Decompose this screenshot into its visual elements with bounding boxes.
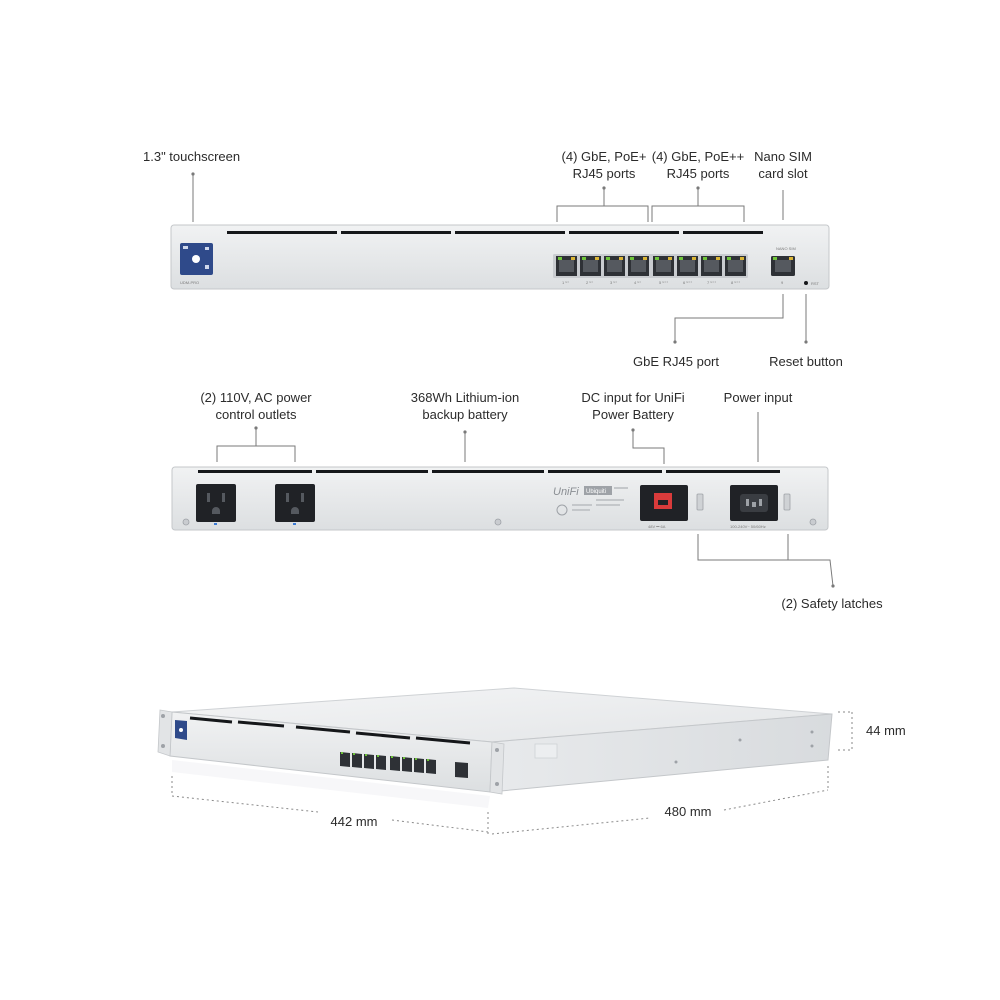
power-input-label: Power input bbox=[723, 390, 793, 405]
dc-input-label: DC input for UniFi Power Battery bbox=[568, 389, 698, 423]
dimension-lines bbox=[171, 711, 853, 835]
port-number-label: 4 ⁵⁺ bbox=[634, 280, 641, 285]
port-number-label: 5 ⁵⁺⁺ bbox=[659, 280, 668, 285]
front-callouts bbox=[192, 174, 807, 342]
poe-plus-label-line1: (4) GbE, PoE+ bbox=[561, 149, 647, 164]
spec-text-lines bbox=[572, 487, 628, 511]
rear-vents bbox=[198, 470, 780, 473]
port-led-yellow bbox=[571, 257, 575, 260]
poe-plusplus-label: (4) GbE, PoE++ RJ45 ports bbox=[638, 148, 758, 182]
perspective-ports bbox=[340, 752, 468, 778]
brand-text: UniFi bbox=[553, 486, 579, 498]
battery-label-line2: backup battery bbox=[422, 407, 508, 422]
port-led-yellow bbox=[595, 257, 599, 260]
port-number-label: 7 ⁵⁺⁺ bbox=[707, 280, 716, 285]
ac-outlet-1 bbox=[196, 484, 236, 525]
rj45-port-socket bbox=[559, 260, 574, 272]
port-led-green bbox=[558, 257, 562, 260]
perspective-vents bbox=[189, 716, 471, 745]
poe-plusplus-label-line2: RJ45 ports bbox=[666, 166, 730, 181]
rear-panel: UniFi Ubiquiti 48V ⎓ 6A 100-240V~ 50/60H… bbox=[171, 466, 829, 531]
ubiquiti-logo bbox=[556, 504, 568, 516]
reset-small-text: RST bbox=[811, 281, 820, 286]
rj45-port-socket bbox=[656, 260, 671, 272]
port-led-yellow bbox=[643, 257, 647, 260]
safety-latches-label: (2) Safety latches bbox=[781, 596, 883, 611]
port-led-green bbox=[655, 257, 659, 260]
rear-callouts bbox=[216, 412, 834, 587]
front-vents bbox=[227, 231, 763, 234]
battery-label-line1: 368Wh Lithium-ion bbox=[410, 390, 520, 405]
port-number-label: 1 ⁵⁺ bbox=[562, 280, 569, 285]
depth-dimension: 480 mm bbox=[664, 804, 712, 819]
touchscreen bbox=[180, 243, 213, 275]
sim-small-text: NANO SIM bbox=[776, 246, 796, 251]
outlets-label-line2: control outlets bbox=[215, 407, 297, 422]
ac-small-text: 100-240V~ 50/60Hz bbox=[730, 524, 766, 529]
port-led-green bbox=[630, 257, 634, 260]
port-led-green bbox=[727, 257, 731, 260]
port-led-green bbox=[703, 257, 707, 260]
front-panel: UDM-PRO 1 ⁵⁺ 2 ⁵⁺ 3 ⁵⁺ 4 ⁵⁺ 5 ⁵⁺⁺ 6 ⁵⁺⁺ 7 ⁵⁺⁺ 8… bbox=[170, 224, 830, 290]
dc-label-line2: Power Battery bbox=[592, 407, 674, 422]
gbe-port-label: GbE RJ45 port bbox=[633, 354, 719, 369]
poe-plus-label: (4) GbE, PoE+ RJ45 ports bbox=[544, 148, 664, 182]
uplink-port-label: 9 bbox=[781, 280, 784, 285]
port-led-yellow bbox=[692, 257, 696, 260]
port-led-green bbox=[679, 257, 683, 260]
rj45-port-socket bbox=[607, 260, 622, 272]
safety-latch-2 bbox=[783, 493, 791, 511]
battery-label: 368Wh Lithium-ion backup battery bbox=[400, 389, 530, 423]
dc-input-port bbox=[640, 485, 688, 521]
port-led-yellow bbox=[619, 257, 623, 260]
port-number-label: 2 ⁵⁺ bbox=[586, 280, 593, 285]
rj45-port-socket bbox=[704, 260, 719, 272]
reset-button-label: Reset button bbox=[769, 354, 843, 369]
rj45-port-socket bbox=[728, 260, 743, 272]
poe-plus-label-line2: RJ45 ports bbox=[572, 166, 636, 181]
port-number-label: 6 ⁵⁺⁺ bbox=[683, 280, 692, 285]
model-small-text: UDM-PRO bbox=[180, 280, 199, 285]
rj45-ports: 1 ⁵⁺ 2 ⁵⁺ 3 ⁵⁺ 4 ⁵⁺ 5 ⁵⁺⁺ 6 ⁵⁺⁺ 7 ⁵⁺⁺ 8 ⁵⁺⁺ bbox=[553, 254, 748, 285]
width-dimension: 442 mm bbox=[330, 814, 378, 829]
dc-small-text: 48V ⎓ 6A bbox=[648, 524, 666, 529]
dc-label-line1: DC input for UniFi bbox=[581, 390, 685, 405]
rj45-port-socket bbox=[583, 260, 598, 272]
front-callout-dots bbox=[191, 172, 808, 344]
port-led-green bbox=[606, 257, 610, 260]
sim-label-line2: card slot bbox=[758, 166, 808, 181]
port-led-green bbox=[582, 257, 586, 260]
sim-slot-label: Nano SIM card slot bbox=[738, 148, 828, 182]
ports-frame bbox=[553, 254, 748, 278]
port-number-label: 8 ⁵⁺⁺ bbox=[731, 280, 740, 285]
outlets-label-line1: (2) 110V, AC power bbox=[200, 390, 312, 405]
rj45-port-socket bbox=[631, 260, 646, 272]
rj45-port-socket bbox=[680, 260, 695, 272]
rear-screws bbox=[182, 518, 817, 526]
port-led-yellow bbox=[716, 257, 720, 260]
reset-button bbox=[804, 281, 808, 285]
perspective-view bbox=[157, 687, 833, 808]
brand-badge: Ubiquiti bbox=[586, 489, 606, 495]
port-number-label: 3 ⁵⁺ bbox=[610, 280, 617, 285]
rear-callout-dots bbox=[254, 426, 835, 588]
safety-latch-1 bbox=[696, 493, 704, 511]
brand-badge-box bbox=[584, 486, 612, 495]
port-led-yellow bbox=[668, 257, 672, 260]
sim-label-line1: Nano SIM bbox=[754, 149, 812, 164]
touchscreen-label: 1.3" touchscreen bbox=[143, 149, 241, 164]
height-dimension: 44 mm bbox=[866, 723, 906, 738]
port-led-yellow bbox=[740, 257, 744, 260]
poe-plusplus-label-line1: (4) GbE, PoE++ bbox=[651, 149, 745, 164]
gbe-rj45-port bbox=[771, 256, 795, 276]
ac-power-input bbox=[730, 485, 778, 521]
ac-outlet-2 bbox=[275, 484, 315, 525]
ac-outlets-label: (2) 110V, AC power control outlets bbox=[186, 389, 326, 423]
